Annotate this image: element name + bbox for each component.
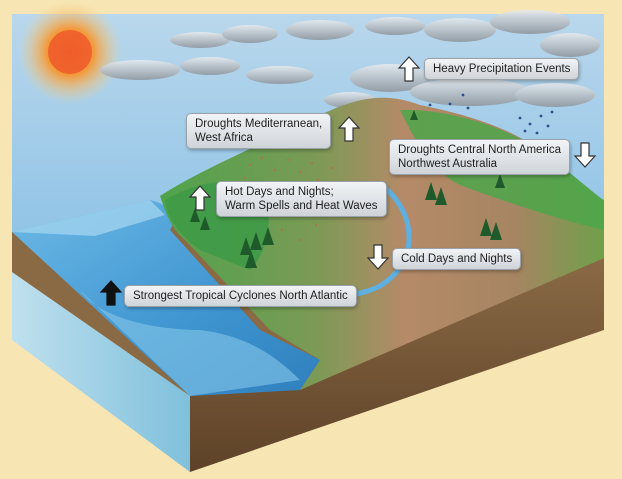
heavy-precipitation-label: Heavy Precipitation Events [424, 58, 580, 80]
droughts-north-america-down-arrow-icon [574, 142, 596, 168]
soil-front-face [190, 258, 604, 472]
heavy-precipitation-up-arrow-icon [398, 56, 420, 82]
droughts-mediterranean-up-arrow-icon [338, 116, 360, 142]
ocean-side-face [12, 272, 190, 472]
droughts-north-america-label: Droughts Central North America Northwest… [389, 139, 570, 175]
hot-days-up-arrow-icon [189, 185, 211, 211]
hot-days-label: Hot Days and Nights; Warm Spells and Hea… [216, 181, 387, 217]
cold-days-label: Cold Days and Nights [392, 248, 522, 270]
trees [190, 110, 505, 268]
cold-days-down-arrow-icon [367, 244, 389, 270]
droughts-mediterranean-label: Droughts Mediterranean, West Africa [186, 113, 332, 149]
tropical-cyclones-label: Strongest Tropical Cyclones North Atlant… [124, 285, 357, 307]
tropical-cyclones-up-arrow-icon [100, 280, 122, 306]
clouds [100, 10, 600, 108]
